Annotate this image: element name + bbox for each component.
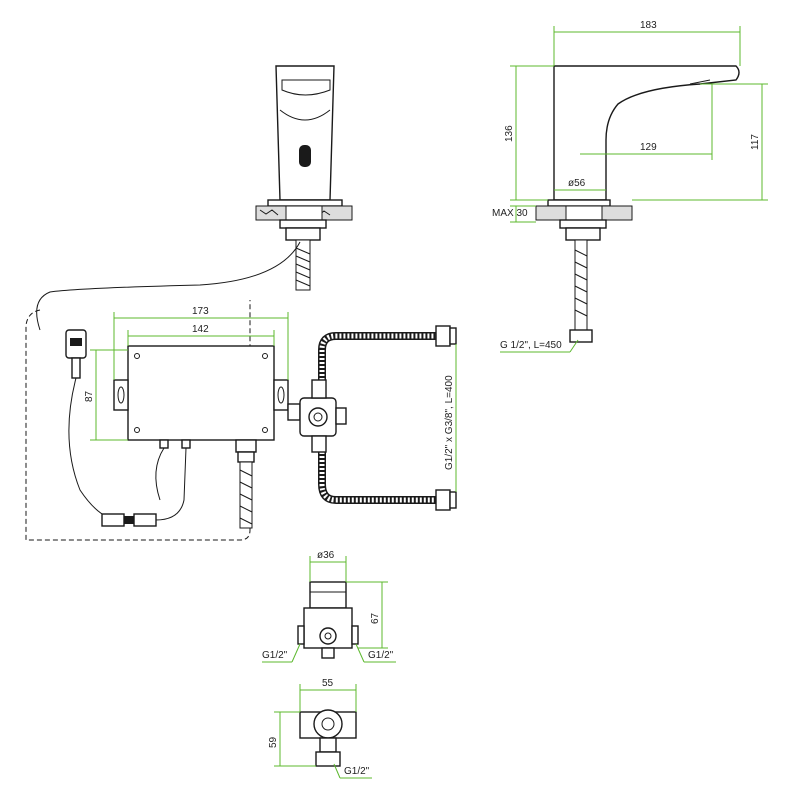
valve-top-detail [299,709,357,767]
label-valve-bottom-height: 59 [268,736,279,748]
dim-base-diameter: ø56 [554,178,606,191]
solenoid-hose [235,439,257,529]
dim-spout-reach: 129 [580,84,713,160]
dashed-boundary [25,300,251,541]
label-box-width-outer: 173 [192,306,209,317]
faucet-front-view [267,65,343,207]
dim-valve-right-thread: G1/2" [355,643,396,663]
dim-valve-bottom-thread: G1/2" [333,763,372,779]
label-valve-left-thread: G1/2" [262,650,288,661]
mixer-valve [287,379,347,453]
dim-box-height: 87 [84,349,128,441]
dim-spout-height: 117 [632,83,768,201]
mounting-nut-front [279,219,327,291]
dim-faucet-height: 136 [504,65,554,201]
label-valve-width: 55 [322,678,334,689]
mixer-hoses [318,325,457,511]
dim-valve-height: 67 [346,581,388,649]
sensor-cable [36,241,301,331]
label-box-width-inner: 142 [192,324,209,335]
dim-valve-diameter: ø36 [309,550,347,582]
label-valve-bottom-thread: G1/2" [344,766,370,777]
label-faucet-length: 183 [640,20,657,31]
label-valve-right-thread: G1/2" [368,650,394,661]
label-spout-reach: 129 [640,142,657,153]
label-base-diameter: ø56 [568,178,586,189]
dim-box-width-inner: 142 [127,324,275,346]
dim-valve-left-thread: G1/2" [262,643,301,663]
power-plug [65,329,121,521]
dim-max-counter: MAX 30 [492,205,536,223]
label-faucet-height: 136 [504,125,515,142]
dim-supply-hose: G 1/2", L=450 [500,339,579,353]
dim-faucet-length: 183 [553,20,741,66]
dim-valve-bottom-height: 59 [268,711,316,767]
label-spout-height: 117 [750,134,761,150]
countertop-front [255,205,353,221]
cable-connector [101,447,187,527]
faucet-side-view [535,65,740,343]
label-supply-hose: G 1/2", L=450 [500,340,562,351]
label-max-counter: MAX 30 [492,208,528,219]
label-valve-height: 67 [370,612,381,624]
valve-front-detail [297,581,359,659]
dim-mixer-hoses: G1/2" x G3/8", L=400 [444,344,457,492]
label-valve-diameter: ø36 [317,550,335,561]
dim-valve-width: 55 [299,678,357,712]
control-box [113,345,289,449]
dim-box-width-outer: 173 [113,306,289,380]
label-box-height: 87 [84,390,95,402]
label-mixer-hoses: G1/2" x G3/8", L=400 [444,375,455,470]
